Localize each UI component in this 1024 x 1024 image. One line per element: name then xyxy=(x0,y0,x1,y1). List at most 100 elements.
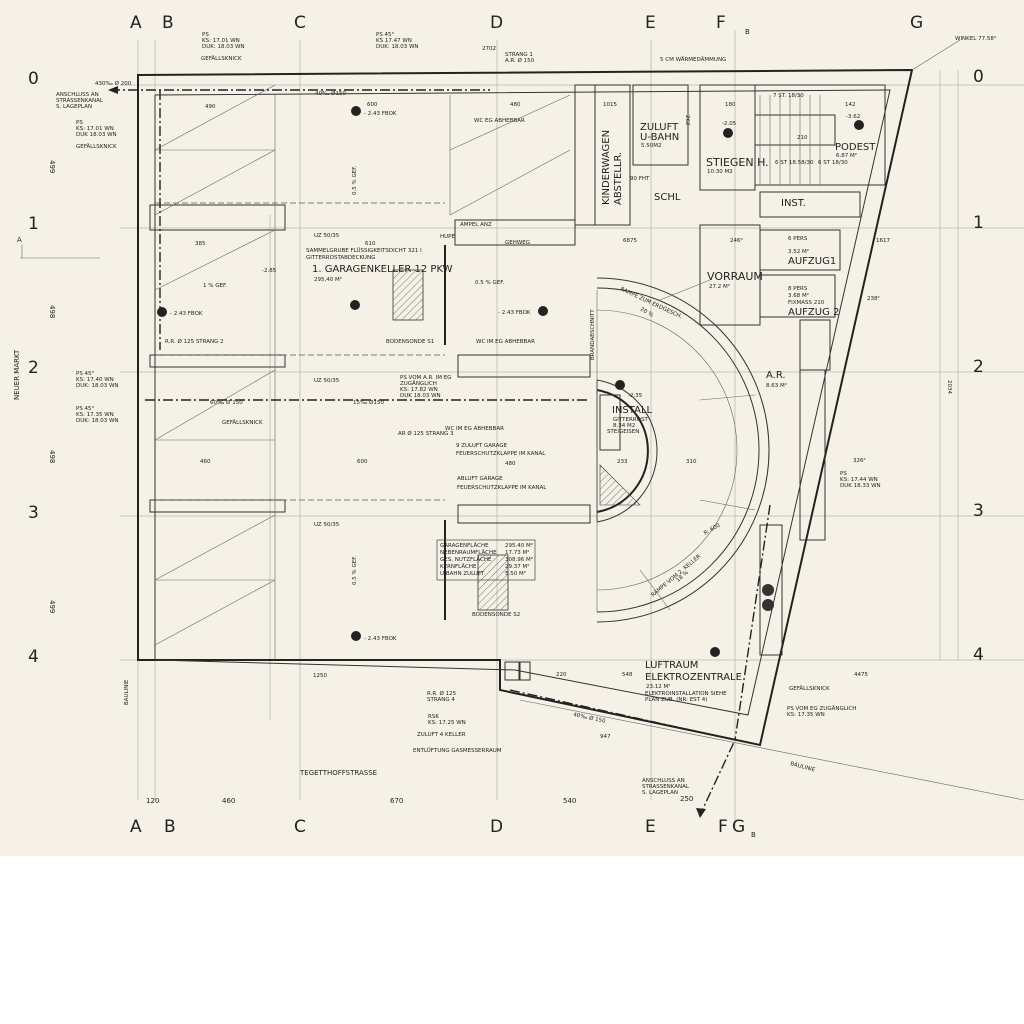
room-zuluft: ZULUFT xyxy=(640,122,679,133)
label-5: 460 xyxy=(200,459,211,465)
room-stiegenhaus-area: 10.30 M2 xyxy=(707,169,733,175)
dim-bottom: 460 xyxy=(222,797,235,805)
dim-top-total: 2702 xyxy=(482,46,496,52)
col-label-bottom: B xyxy=(164,817,176,837)
room-vorraum-area: 27.2 M² xyxy=(709,283,730,290)
room-labels: 1. GARAGENKELLER 12 PKW 295,40 M² KINDER… xyxy=(312,122,876,703)
room-podest: PODEST xyxy=(835,142,876,153)
label-19: 180 xyxy=(725,102,736,108)
level-marker-icon xyxy=(710,647,720,657)
label-strang3: AR Ø 125 STRANG 3 xyxy=(398,430,454,437)
section-marker-bottom: B xyxy=(751,831,756,839)
label-ps-mid6: DUK: 18.03 WN xyxy=(76,418,119,424)
area-table: GARAGENFLÄCHE 295.40 M² NEBENRAUMFLÄCHE … xyxy=(436,539,536,581)
room-elektrozentrale: ELEKTROZENTRALE xyxy=(645,672,742,683)
dim-left: 499 xyxy=(48,600,56,613)
label-feuer2: FEUERSCHUTZKLAPPE IM KANAL xyxy=(457,485,547,491)
label-gefall3: GEFÄLLSKNICK xyxy=(222,419,263,426)
label-20: 210 xyxy=(797,135,808,141)
label-anschluss2: STRASSENKANAL xyxy=(56,98,104,104)
row-label-right: 3 xyxy=(973,501,984,521)
elektro-note: ELEKTROINSTALLATION SIEHE xyxy=(645,691,727,697)
dim-left: 498 xyxy=(48,305,56,318)
area-table-value: 17.73 M² xyxy=(505,549,529,556)
label-zuluft-garage: 9 ZULUFT GARAGE xyxy=(456,443,508,449)
level-marker-icon xyxy=(351,106,361,116)
label-gef05b: 0.5 % GEF. xyxy=(475,280,504,286)
label-ps45-2: KS 17.47 WN xyxy=(376,38,412,44)
col-label-top: D xyxy=(490,13,503,33)
aufzug1-area: 3.52 M² xyxy=(788,248,809,255)
label-level-podest: -3.62 xyxy=(846,114,860,120)
label-24: 233 xyxy=(617,459,628,465)
row-label-left: 4 xyxy=(28,647,39,667)
label-bodensonde1: BODENSONDE S1 xyxy=(386,339,434,345)
col-label-bottom: C xyxy=(294,817,306,837)
label-fbok2: - 2.43 FBOK xyxy=(170,311,203,317)
label-gehweg: GEHWEG xyxy=(505,240,530,246)
label-14: 238² xyxy=(867,295,880,302)
label-feuer1: FEUERSCHUTZKLAPPE IM KANAL xyxy=(456,451,546,457)
row-label-right: 0 xyxy=(973,67,984,87)
label-tor: 90 FHT xyxy=(630,176,650,182)
label-1: 600 xyxy=(367,102,378,108)
label-strang1: STRANG 1 xyxy=(505,52,533,58)
dim-bottom: 120 xyxy=(146,797,159,805)
install-steigeisen: STEIGEISEN xyxy=(607,429,639,435)
label-rsk1: RSK xyxy=(428,714,439,720)
label-fbok4: - 2.43 FBOK xyxy=(364,636,397,642)
area-table-value: 295.40 M² xyxy=(505,542,533,549)
label-ps-left3: DUK 18.03 WN xyxy=(76,132,117,138)
label-anschluss-b1: ANSCHLUSS AN xyxy=(642,778,685,784)
label-ps-ar-right2: KS: 17.44 WN xyxy=(840,477,878,483)
label-wc-eg3: WC IM EG ABHEBBAR xyxy=(445,426,504,432)
aufzug2-area: 3.68 M² xyxy=(788,292,809,299)
label-6: 480 xyxy=(505,461,516,467)
label-ps-mid1: PS 45° xyxy=(76,371,95,377)
col-label-top: E xyxy=(645,13,656,33)
label-level-205: -2.85 xyxy=(262,268,277,274)
label-ps-mid2: KS: 17.40 WN xyxy=(76,377,114,383)
room-inst: INST. xyxy=(781,198,806,209)
section-marker-top: B xyxy=(745,28,750,36)
label-ps-left1: PS xyxy=(76,120,83,126)
room-kinderwagen: KINDERWAGEN xyxy=(601,130,612,205)
label-fbok3: - 2.43 FBOK xyxy=(498,310,531,316)
dim-bottom: 540 xyxy=(563,797,576,805)
col-label-bottom: F xyxy=(718,817,728,837)
level-marker-icon xyxy=(615,380,625,390)
col-label-bottom: A xyxy=(130,817,142,837)
area-table-label: KERNFLÄCHE xyxy=(440,563,477,570)
label-rsk2: KS: 17.25 WN xyxy=(428,720,466,726)
label-23: 262 xyxy=(684,115,690,126)
col-label-bottom: E xyxy=(645,817,656,837)
paper-background xyxy=(0,0,1024,856)
room-zuluft-area: 5.50M2 xyxy=(641,143,662,149)
room-stiegenhaus: STIEGEN H. xyxy=(706,156,769,169)
col-label-top: F xyxy=(716,13,726,33)
label-gef05a: 0.5 % GEF. xyxy=(352,166,358,195)
col-label-top: G xyxy=(910,13,923,33)
label-8: 1250 xyxy=(313,673,327,679)
label-ar150: A.R. Ø 150 xyxy=(505,57,535,64)
label-4: 385 xyxy=(195,241,206,247)
label-slope-top: 40‰ Ø150 xyxy=(315,90,346,97)
room-podest-area: 6.87 M² xyxy=(836,152,857,159)
label-ps-ar-right1: PS xyxy=(840,471,847,477)
area-table-value: 308.96 M² xyxy=(505,556,533,563)
label-ps-top1: PS xyxy=(202,32,209,38)
col-label-bottom: G xyxy=(732,817,745,837)
label-level-stair: -2.05 xyxy=(722,121,737,127)
label-slope15: 15‰ Ø150 xyxy=(353,399,384,406)
label-stairs3: 6 ST 18/30 xyxy=(818,160,848,166)
label-bodensonde2: BODENSONDE S2 xyxy=(472,612,520,618)
level-marker-icon xyxy=(854,120,864,130)
aufzug2-fixmass: FIXMASS 210 xyxy=(788,300,825,306)
label-0: 490 xyxy=(205,104,216,110)
label-12: 947 xyxy=(600,734,611,740)
label-anschluss-b3: S. LAGEPLAN xyxy=(642,790,678,796)
label-anschluss1: ANSCHLUSS AN xyxy=(56,92,99,98)
row-label-right: 4 xyxy=(973,645,984,665)
label-16: 1617 xyxy=(876,238,890,244)
label-winkel: WINKEL 77.58° xyxy=(955,36,997,42)
